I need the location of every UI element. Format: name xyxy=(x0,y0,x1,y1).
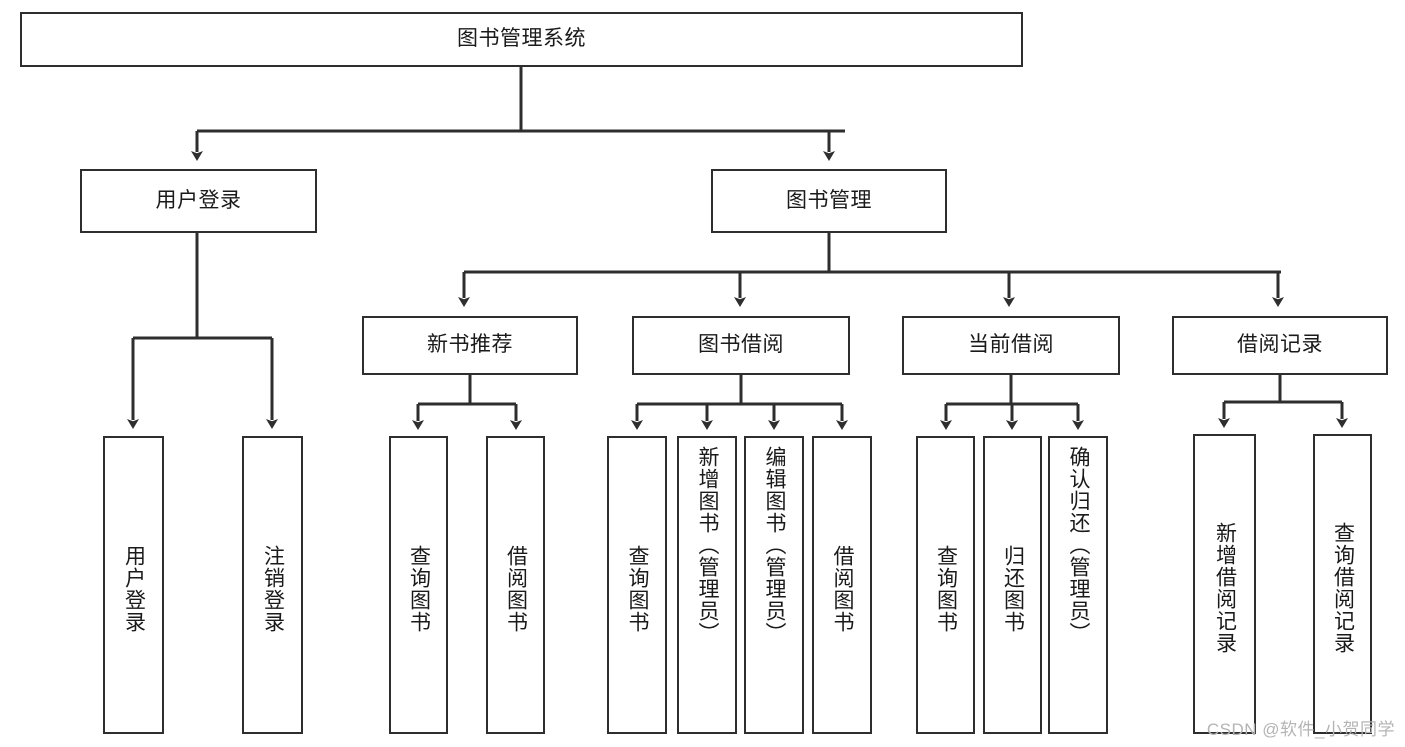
leaf-add-book[interactable]: 新增图书（管理员） xyxy=(677,436,737,734)
connector-borrowrecord-to-leaves xyxy=(1218,375,1348,428)
connector-userlogin-to-leaves xyxy=(127,233,278,429)
node-borrow-record-label: 借阅记录 xyxy=(1237,333,1323,357)
leaf-return-book-label: 归还图书 xyxy=(1001,545,1025,633)
connector-root-to-level2 xyxy=(191,67,845,161)
connector-newbook-to-leaves xyxy=(412,375,522,430)
node-user-login-label: 用户登录 xyxy=(155,188,242,212)
leaf-query-book-1[interactable]: 查询图书 xyxy=(389,436,448,734)
leaf-confirm-return-label: 确认归还（管理员） xyxy=(1067,446,1091,644)
node-book-borrow-label: 图书借阅 xyxy=(698,333,784,357)
node-new-book-recommend[interactable]: 新书推荐 xyxy=(362,316,578,375)
leaf-borrow-book-1-label: 借阅图书 xyxy=(504,545,528,633)
leaf-user-login-label: 用户登录 xyxy=(122,545,146,633)
node-book-borrow[interactable]: 图书借阅 xyxy=(632,316,850,375)
leaf-edit-book-label: 编辑图书（管理员） xyxy=(763,446,787,644)
leaf-query-book-3[interactable]: 查询图书 xyxy=(916,436,975,734)
leaf-query-record[interactable]: 查询借阅记录 xyxy=(1313,434,1372,734)
leaf-borrow-book-2-label: 借阅图书 xyxy=(831,545,855,633)
node-root-label: 图书管理系统 xyxy=(457,27,586,51)
leaf-user-login[interactable]: 用户登录 xyxy=(103,436,164,734)
node-root[interactable]: 图书管理系统 xyxy=(20,12,1023,67)
leaf-query-book-2-label: 查询图书 xyxy=(626,545,650,633)
node-user-login[interactable]: 用户登录 xyxy=(80,169,317,233)
leaf-borrow-book-1[interactable]: 借阅图书 xyxy=(486,436,545,734)
node-current-borrow[interactable]: 当前借阅 xyxy=(902,316,1120,375)
leaf-return-book[interactable]: 归还图书 xyxy=(983,436,1042,734)
connector-bookmgmt-to-level3 xyxy=(458,233,1284,307)
node-book-management-label: 图书管理 xyxy=(786,188,872,212)
node-borrow-record[interactable]: 借阅记录 xyxy=(1172,316,1388,375)
leaf-add-record[interactable]: 新增借阅记录 xyxy=(1193,434,1256,734)
leaf-add-record-label: 新增借阅记录 xyxy=(1213,522,1237,654)
connector-currentborrow-to-leaves xyxy=(940,375,1084,430)
leaf-add-book-label: 新增图书（管理员） xyxy=(696,446,720,644)
leaf-query-book-3-label: 查询图书 xyxy=(934,545,958,633)
connector-bookborrow-to-leaves xyxy=(631,375,848,430)
leaf-query-book-1-label: 查询图书 xyxy=(407,545,431,633)
leaf-borrow-book-2[interactable]: 借阅图书 xyxy=(812,436,872,734)
leaf-edit-book[interactable]: 编辑图书（管理员） xyxy=(744,436,804,734)
leaf-query-record-label: 查询借阅记录 xyxy=(1331,522,1355,654)
leaf-confirm-return[interactable]: 确认归还（管理员） xyxy=(1048,436,1108,734)
leaf-query-book-2[interactable]: 查询图书 xyxy=(607,436,667,734)
node-book-management[interactable]: 图书管理 xyxy=(711,169,947,233)
leaf-logout-login-label: 注销登录 xyxy=(261,545,285,633)
node-current-borrow-label: 当前借阅 xyxy=(968,333,1054,357)
leaf-logout-login[interactable]: 注销登录 xyxy=(242,436,303,734)
node-new-book-recommend-label: 新书推荐 xyxy=(427,333,513,357)
